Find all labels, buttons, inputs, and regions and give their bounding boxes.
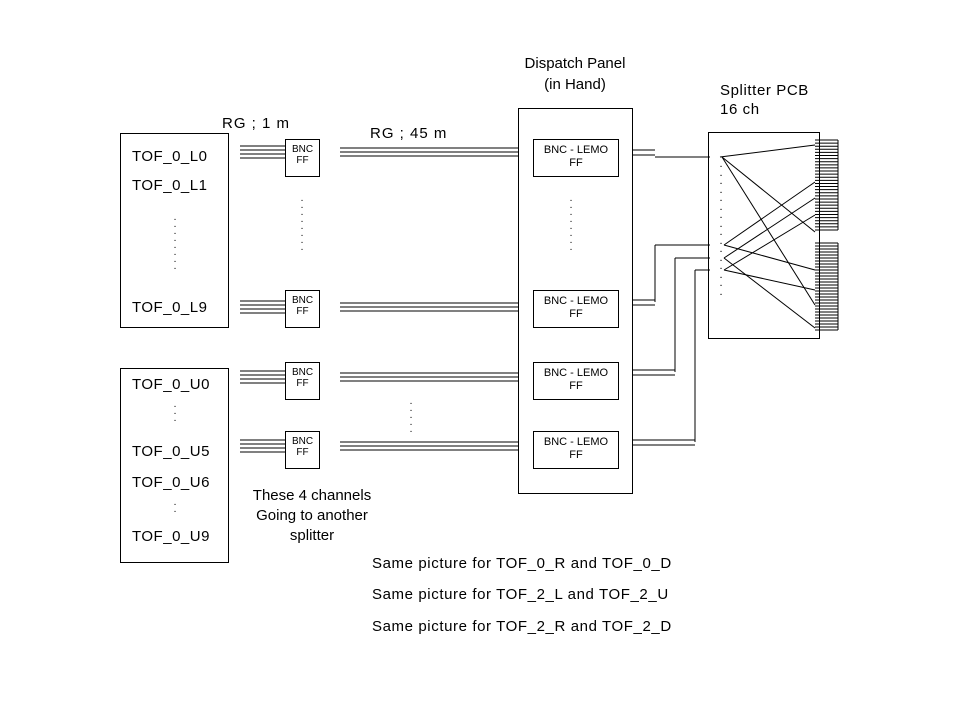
bnc-ff-line1: BNC	[291, 144, 314, 155]
signal-label-u9: TOF_0_U9	[132, 528, 210, 545]
bnc-ff-line2: FF	[296, 155, 309, 166]
side-note-line2: Going to another	[256, 507, 368, 524]
long-cable-row-4	[340, 441, 520, 451]
side-note-line3: splitter	[289, 527, 335, 544]
same-picture-note-3: Same picture for TOF_2_R and TOF_2_D	[372, 618, 672, 635]
bnc-lemo-line2: FF	[569, 308, 583, 320]
bnc-ff-line2: FF	[296, 447, 309, 458]
lemo-output-1	[620, 149, 710, 158]
splitter-title-line1: Splitter PCB	[720, 82, 809, 99]
bnc-ff-line1: BNC	[291, 295, 314, 306]
dispatch-panel-title: Dispatch Panel (in Hand)	[500, 53, 650, 95]
bnc-lemo-line1: BNC - LEMO	[543, 295, 609, 307]
long-cable-row-3	[340, 372, 520, 382]
bnc-ff-line1: BNC	[291, 436, 314, 447]
bnc-lemo-line2: FF	[569, 157, 583, 169]
lemo-output-2	[620, 244, 710, 306]
bnc-ff-line1: BNC	[291, 367, 314, 378]
dispatch-panel-title-line1: Dispatch Panel	[524, 55, 626, 72]
dispatch-panel-title-line2: (in Hand)	[544, 76, 606, 93]
signal-label-l0: TOF_0_L0	[132, 148, 208, 165]
bnc-lemo-line2: FF	[569, 449, 583, 461]
long-cable-label: RG ; 45 m	[370, 125, 448, 142]
short-cable-row-1	[240, 145, 285, 159]
bnc-lemo-line1: BNC - LEMO	[543, 436, 609, 448]
ellipsis-dots-lemo: ........	[569, 193, 573, 253]
splitter-wiring	[719, 144, 816, 329]
pin-comb-bottom	[815, 242, 839, 331]
short-cable-row-3	[240, 370, 285, 384]
same-picture-note-2: Same picture for TOF_2_L and TOF_2_U	[372, 586, 669, 603]
splitter-title: Splitter PCB 16 ch	[720, 81, 809, 119]
ellipsis-dots-l: ........	[173, 212, 177, 272]
signal-label-u6: TOF_0_U6	[132, 474, 210, 491]
splitter-pcb	[708, 132, 820, 339]
group-u-box: TOF_0_U0 ... TOF_0_U5 TOF_0_U6 .. TOF_0_…	[120, 368, 229, 563]
lemo-output-4	[620, 269, 710, 446]
ellipsis-dots-bnc: ........	[300, 193, 304, 253]
lemo-output-3	[620, 257, 710, 376]
bnc-lemo-line1: BNC - LEMO	[543, 144, 609, 156]
short-cable-row-4	[240, 439, 285, 453]
long-cable-row-2	[340, 302, 520, 312]
ellipsis-dots-long-cable: .....	[409, 396, 413, 435]
bnc-lemo-line2: FF	[569, 380, 583, 392]
signal-label-l1: TOF_0_L1	[132, 177, 208, 194]
side-note-line1: These 4 channels	[252, 487, 372, 504]
splitter-title-line2: 16 ch	[720, 101, 760, 118]
bnc-lemo-line1: BNC - LEMO	[543, 367, 609, 379]
group-l-box: TOF_0_L0 TOF_0_L1 ........ TOF_0_L9	[120, 133, 229, 328]
bnc-ff-line2: FF	[296, 378, 309, 389]
pin-comb-top	[815, 139, 839, 231]
long-cable-row-1	[340, 147, 520, 157]
short-cable-label: RG ; 1 m	[222, 115, 291, 132]
ellipsis-dots-u2: ..	[173, 497, 177, 515]
ellipsis-dots-u1: ...	[173, 399, 177, 424]
ellipsis-dots-splitter: ................	[719, 158, 723, 298]
bnc-ff-line2: FF	[296, 306, 309, 317]
signal-label-u5: TOF_0_U5	[132, 443, 210, 460]
short-cable-row-2	[240, 300, 285, 314]
side-note: These 4 channels Going to another splitt…	[232, 486, 392, 546]
signal-label-l9: TOF_0_L9	[132, 299, 208, 316]
signal-label-u0: TOF_0_U0	[132, 376, 210, 393]
same-picture-note-1: Same picture for TOF_0_R and TOF_0_D	[372, 555, 672, 572]
